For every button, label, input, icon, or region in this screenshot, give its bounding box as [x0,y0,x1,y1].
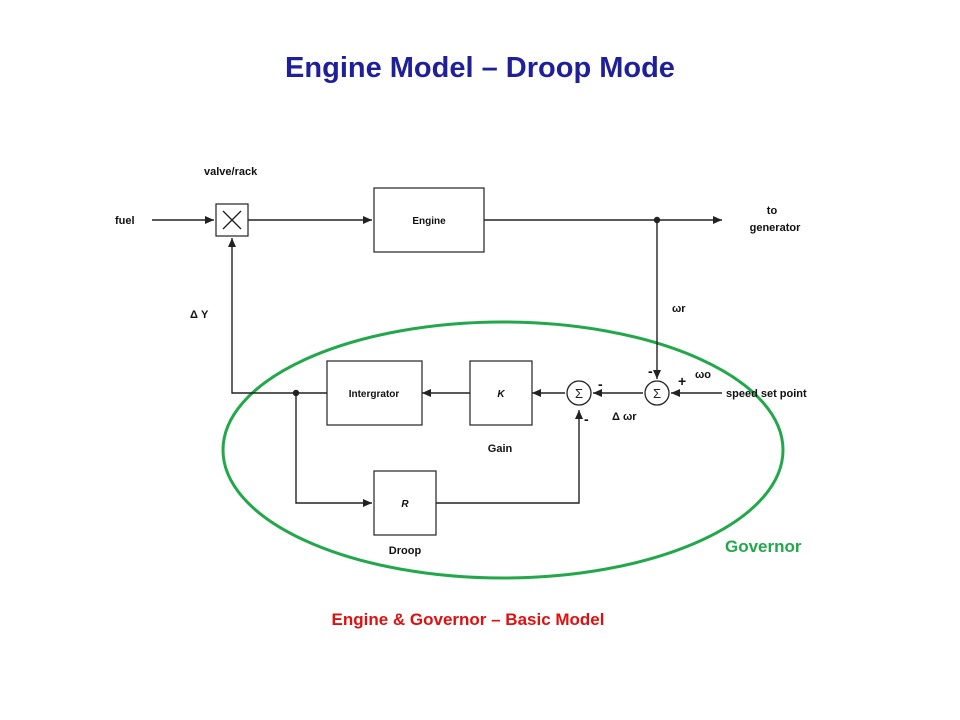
slide-title: Engine Model – Droop Mode [285,52,675,84]
delta-omega-r-label: Δ ωr [612,411,637,423]
summing-junction-2: Σ [644,380,670,406]
engine-block-label: Engine [412,216,446,227]
integrator-junction [292,389,300,397]
omega-r-label: ωr [672,303,686,315]
droop-r-block-label: R [401,499,409,510]
speed-set-point-label: speed set point [726,388,807,400]
droop-feedback-arrow [436,410,583,504]
gain-label: Gain [488,443,513,455]
sum1-right-sign: - [598,376,603,392]
droop-path-arrow [295,393,372,507]
output-junction [653,216,661,224]
valve-rack-label: valve/rack [204,166,258,178]
engine-block: Engine [373,187,485,253]
omega-o-label: ωo [695,369,711,381]
gain-k-block: K [469,360,533,426]
summing-junction-1: Σ [566,380,592,406]
sum2-symbol: Σ [653,386,661,401]
governor-label: Governor [725,537,802,556]
integrator-block: Intergrator [326,360,423,426]
sum2-right-sign: + [678,373,686,389]
sum1-bottom-sign: - [584,411,589,427]
delta-y-feedback-arrow [228,238,327,394]
fuel-label: fuel [115,215,135,227]
valve-rack-multiplier [215,203,249,237]
delta-y-label: Δ Y [190,309,209,321]
droop-r-block: R [373,470,437,536]
to-label: to [767,205,778,217]
droop-label: Droop [389,545,422,557]
generator-label: generator [750,222,801,234]
gain-k-block-label: K [497,389,505,400]
governor-outline [221,320,785,580]
caption: Engine & Governor – Basic Model [331,610,605,629]
integrator-block-label: Intergrator [349,389,400,400]
sum1-symbol: Σ [575,386,583,401]
sum2-top-sign: - [648,363,653,379]
